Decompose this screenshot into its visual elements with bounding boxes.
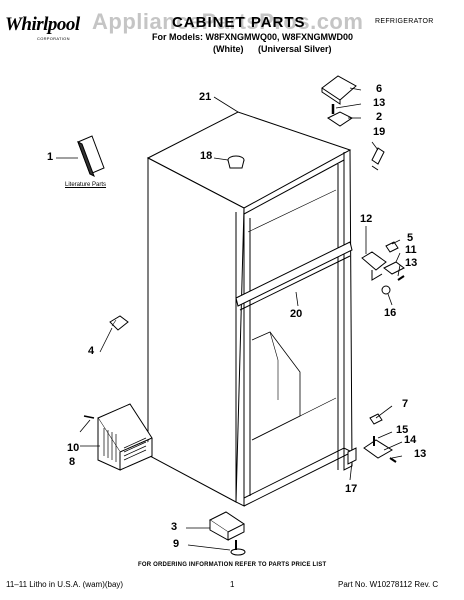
category-label: REFRIGERATOR <box>375 18 434 25</box>
hinge-cover <box>321 75 357 101</box>
brand-sub: CORPORATION <box>37 36 70 41</box>
washer-16 <box>381 285 391 295</box>
literature-label: Literature Parts <box>65 182 107 188</box>
center-mullion <box>235 241 353 307</box>
models-line: For Models: W8FXNGMWQ00, W8FXNGMWD00 <box>152 32 354 42</box>
bracket-17 <box>347 447 357 465</box>
page-number: 1 <box>230 580 235 589</box>
callout-5: 5 <box>407 232 414 244</box>
part-number: Part No. W10278112 Rev. C <box>338 580 439 589</box>
callout-13a: 13 <box>373 97 386 109</box>
callout-7: 7 <box>402 398 409 410</box>
variant-silver: (Universal Silver) <box>258 44 332 54</box>
callout-14: 14 <box>404 434 417 446</box>
callout-8: 8 <box>69 456 76 468</box>
callout-6: 6 <box>376 83 383 95</box>
callout-18: 18 <box>200 150 213 162</box>
callout-1: 1 <box>47 151 54 163</box>
bracket-4 <box>109 315 129 331</box>
literature-pack <box>77 135 105 178</box>
callout-11: 11 <box>405 244 417 256</box>
callout-12: 12 <box>360 213 373 225</box>
callout-19: 19 <box>373 126 386 138</box>
callout-20: 20 <box>290 308 303 320</box>
watermark: AppliancePartsPros.com <box>92 9 364 34</box>
brand-name: Whirlpool <box>5 14 80 35</box>
leveling-leg <box>209 511 246 556</box>
callout-2: 2 <box>376 111 383 123</box>
callout-16: 16 <box>384 307 397 319</box>
plug-19 <box>371 147 385 165</box>
litho-line: 11–11 Litho in U.S.A. (wam)(bay) <box>6 580 124 589</box>
callout-4: 4 <box>88 345 95 357</box>
callout-10: 10 <box>67 442 80 454</box>
callout-13c: 13 <box>414 448 427 460</box>
callout-13b: 13 <box>405 257 418 269</box>
top-hinge <box>327 111 353 127</box>
callout-15: 15 <box>396 424 409 436</box>
ordering-note: FOR ORDERING INFORMATION REFER TO PARTS … <box>138 562 327 568</box>
callout-17: 17 <box>345 483 358 495</box>
center-hinge <box>361 251 387 281</box>
vent-panel <box>97 403 153 471</box>
cabinet-left-side <box>147 157 245 503</box>
callout-21: 21 <box>199 91 212 103</box>
screw-10 <box>83 415 95 419</box>
callout-3: 3 <box>171 521 178 533</box>
variant-white: (White) <box>213 44 244 54</box>
brand-logo: Whirlpool CORPORATION <box>5 14 80 41</box>
callout-9: 9 <box>173 538 180 550</box>
page-title: CABINET PARTS <box>172 14 306 31</box>
